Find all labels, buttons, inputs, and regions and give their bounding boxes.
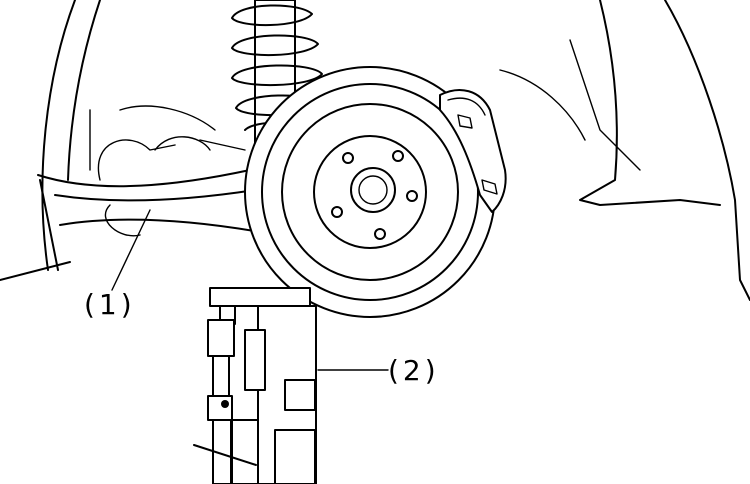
transmission-jack [193,287,317,484]
brake-caliper [439,89,507,213]
wheel-arch-outline [0,0,750,301]
leader-lines [111,209,389,371]
suspension-arm [37,105,261,271]
callout-label-2: (2) [388,354,440,387]
brake-rotor [244,66,496,318]
callout-label-1: (1) [84,288,136,321]
